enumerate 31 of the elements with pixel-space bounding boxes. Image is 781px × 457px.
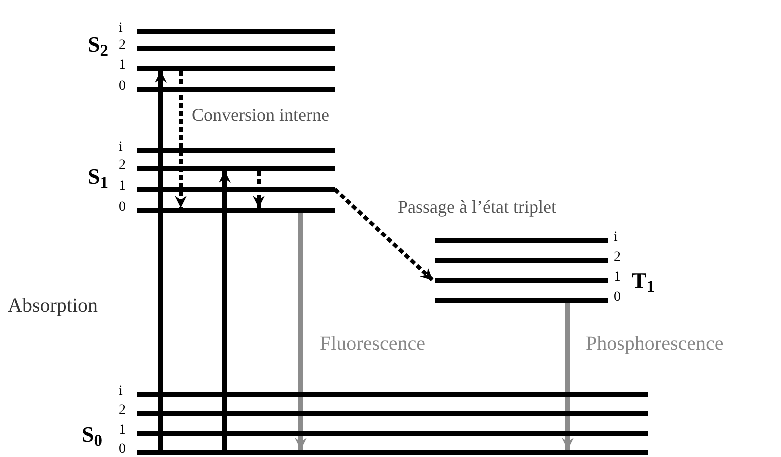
level-number: 2 [614,251,621,265]
arrow [295,213,307,450]
arrow [219,171,231,450]
state-label: Passage à l’état triplet [398,198,556,216]
level-number: 0 [119,80,126,94]
arrow [562,303,574,450]
level-number: i [119,22,123,36]
state-label: Phosphorescence [586,334,724,354]
arrow [253,171,265,208]
level-number: 1 [119,424,126,438]
level-number: 1 [119,180,126,194]
state-label: Absorption [8,296,98,316]
level-number: i [614,231,618,245]
level-number: 2 [119,404,126,418]
level-number: 1 [119,59,126,73]
level-number: 2 [119,39,126,53]
level-number: 0 [614,291,621,305]
level-number: i [119,141,123,155]
level-number: 0 [119,201,126,215]
level-number: 0 [119,443,126,457]
state-label: Conversion interne [192,106,330,124]
level-number: 1 [614,271,621,285]
state-label: S$_{1}$ [88,166,108,188]
state-label: T$_{1}$ [632,270,655,292]
level-number: i [119,385,123,399]
level-number: 2 [119,159,126,173]
arrow [175,71,187,208]
state-label: S$_{2}$ [88,34,108,56]
state-label: S$_{0}$ [82,424,102,446]
arrow [155,71,167,450]
state-label: Fluorescence [320,334,426,354]
